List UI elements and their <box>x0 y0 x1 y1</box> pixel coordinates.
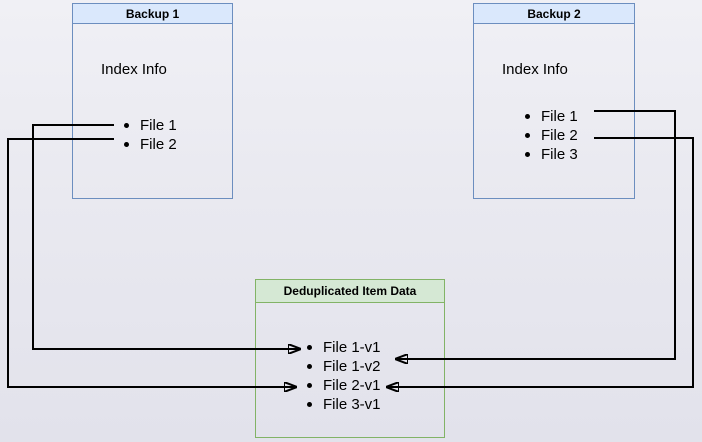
dedup-file-3-v1: File 3-v1 <box>323 396 381 413</box>
backup2-index-info-label: Index Info <box>502 61 568 78</box>
dedup-file-1-v1: File 1-v1 <box>323 339 381 356</box>
list-item: File 2 <box>124 135 177 154</box>
backup1-box: Backup 1 Index Info File 1 File 2 <box>72 3 233 199</box>
dedup-box: Deduplicated Item Data File 1-v1 File 1-… <box>255 279 445 438</box>
bullet-icon <box>307 402 312 407</box>
list-item: File 3 <box>525 145 578 164</box>
backup2-file-1: File 1 <box>541 108 578 125</box>
dedup-file-list: File 1-v1 File 1-v2 File 2-v1 File 3-v1 <box>307 338 381 414</box>
backup2-file-list: File 1 File 2 File 3 <box>525 107 578 164</box>
backup1-file-1: File 1 <box>140 117 177 134</box>
backup1-title: Backup 1 <box>73 4 232 24</box>
list-item: File 1 <box>525 107 578 126</box>
bullet-icon <box>525 114 530 119</box>
bullet-icon <box>124 123 129 128</box>
list-item: File 2-v1 <box>307 376 381 395</box>
list-item: File 1 <box>124 116 177 135</box>
backup2-title: Backup 2 <box>474 4 634 24</box>
list-item: File 3-v1 <box>307 395 381 414</box>
bullet-icon <box>307 383 312 388</box>
backup1-index-info-label: Index Info <box>101 61 167 78</box>
bullet-icon <box>307 345 312 350</box>
dedup-file-1-v2: File 1-v2 <box>323 358 381 375</box>
backup2-box: Backup 2 Index Info File 1 File 2 File 3 <box>473 3 635 199</box>
bullet-icon <box>124 142 129 147</box>
bullet-icon <box>525 152 530 157</box>
list-item: File 1-v2 <box>307 357 381 376</box>
backup1-file-list: File 1 File 2 <box>124 116 177 154</box>
list-item: File 2 <box>525 126 578 145</box>
bullet-icon <box>307 364 312 369</box>
list-item: File 1-v1 <box>307 338 381 357</box>
backup2-file-3: File 3 <box>541 146 578 163</box>
backup1-file-2: File 2 <box>140 136 177 153</box>
dedup-file-2-v1: File 2-v1 <box>323 377 381 394</box>
dedup-title: Deduplicated Item Data <box>256 280 444 303</box>
backup2-file-2: File 2 <box>541 127 578 144</box>
bullet-icon <box>525 133 530 138</box>
